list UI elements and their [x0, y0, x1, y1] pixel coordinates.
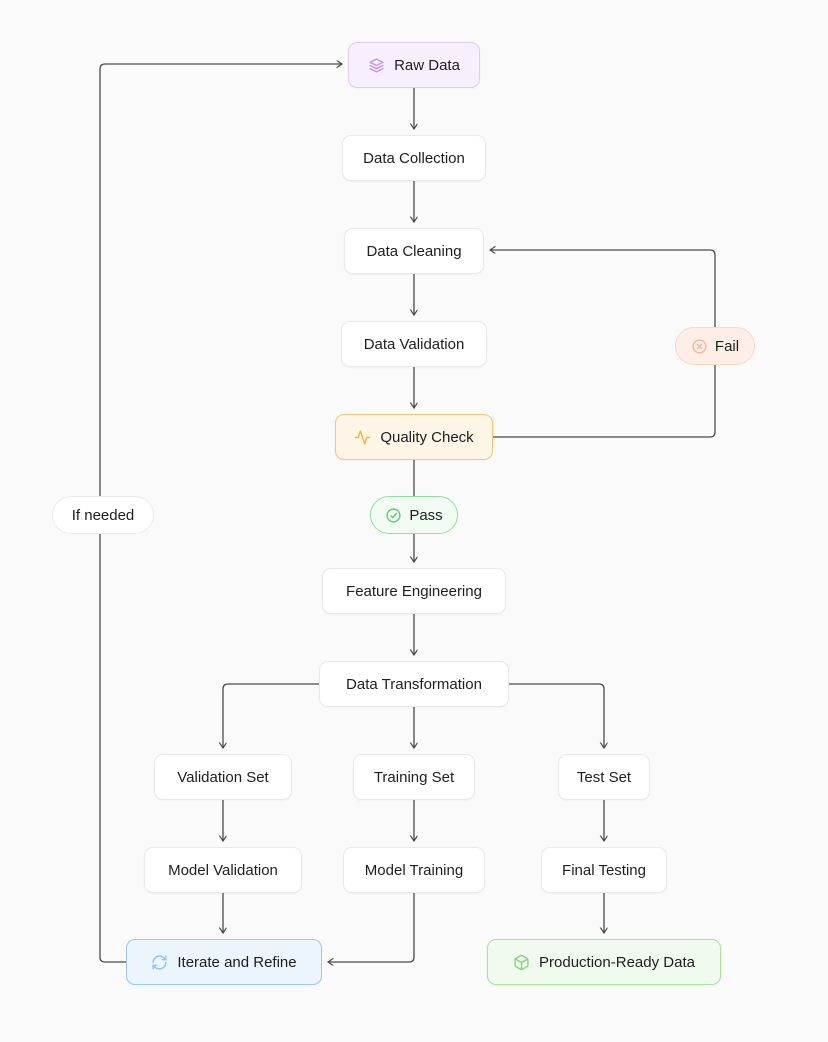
circle-x-icon: [691, 338, 708, 355]
node-model-validation[interactable]: Model Validation: [144, 847, 302, 893]
edge-label-text: If needed: [71, 506, 135, 524]
node-final-testing[interactable]: Final Testing: [541, 847, 667, 893]
node-production-ready-data[interactable]: Production-Ready Data: [487, 939, 721, 985]
node-label: Data Transformation: [346, 675, 482, 693]
circle-check-icon: [385, 507, 402, 524]
node-data-validation[interactable]: Data Validation: [341, 321, 487, 367]
node-label: Training Set: [373, 768, 455, 786]
edge-label-text: Fail: [714, 337, 740, 355]
node-quality-check[interactable]: Quality Check: [335, 414, 493, 460]
node-label: Model Training: [364, 861, 464, 879]
node-training-set[interactable]: Training Set: [353, 754, 475, 800]
node-raw-data[interactable]: Raw Data: [348, 42, 480, 88]
node-test-set[interactable]: Test Set: [558, 754, 650, 800]
layers-icon: [368, 57, 385, 74]
edge-label-if-needed[interactable]: If needed: [52, 496, 154, 534]
node-data-transformation[interactable]: Data Transformation: [319, 661, 509, 707]
node-label: Test Set: [576, 768, 632, 786]
node-label: Iterate and Refine: [177, 953, 297, 971]
node-data-cleaning[interactable]: Data Cleaning: [344, 228, 484, 274]
edge-label-pass[interactable]: Pass: [370, 496, 458, 534]
node-label: Data Collection: [363, 149, 465, 167]
edge-label-fail[interactable]: Fail: [675, 327, 755, 365]
node-label: Quality Check: [380, 428, 474, 446]
node-model-training[interactable]: Model Training: [343, 847, 485, 893]
box-icon: [513, 954, 530, 971]
node-feature-engineering[interactable]: Feature Engineering: [322, 568, 506, 614]
activity-icon: [354, 429, 371, 446]
node-label: Raw Data: [394, 56, 460, 74]
node-label: Validation Set: [177, 768, 269, 786]
node-label: Feature Engineering: [346, 582, 482, 600]
node-validation-set[interactable]: Validation Set: [154, 754, 292, 800]
node-data-collection[interactable]: Data Collection: [342, 135, 486, 181]
node-label: Data Validation: [363, 335, 465, 353]
node-label: Data Cleaning: [366, 242, 462, 260]
node-label: Production-Ready Data: [539, 953, 695, 971]
node-label: Model Validation: [168, 861, 278, 879]
refresh-icon: [151, 954, 168, 971]
node-iterate-and-refine[interactable]: Iterate and Refine: [126, 939, 322, 985]
node-label: Final Testing: [562, 861, 646, 879]
edge-label-text: Pass: [409, 506, 443, 524]
